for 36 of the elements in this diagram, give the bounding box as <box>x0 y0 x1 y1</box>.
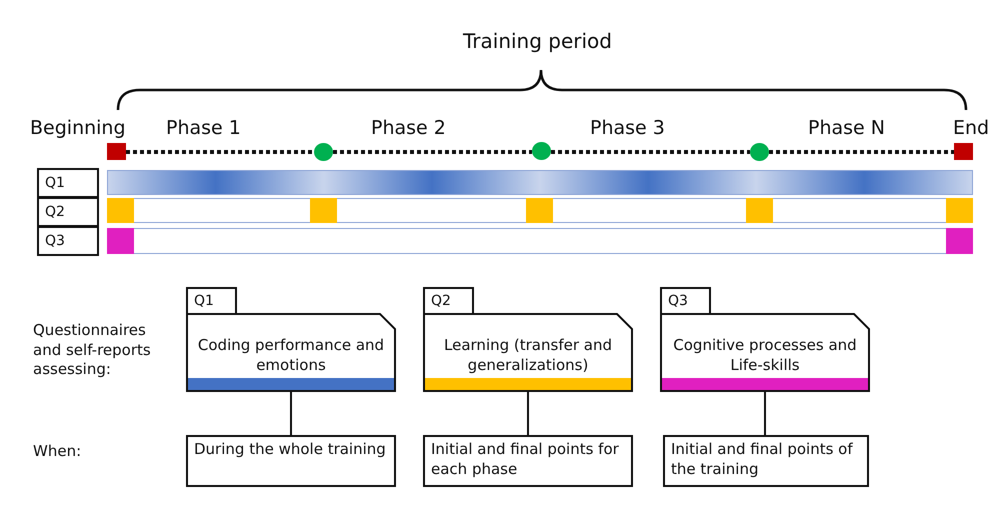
dotted-timeline <box>769 150 954 154</box>
timeline-label: Beginning <box>30 118 126 140</box>
row-caption: When: <box>33 443 82 460</box>
phase-label: Phase 1 <box>166 118 241 140</box>
connector-line <box>527 392 529 435</box>
dotted-timeline <box>333 150 532 154</box>
endpoint-marker <box>954 143 973 160</box>
timing-box: Initial and final points for each phase <box>423 435 633 487</box>
folder-tab-label: Q2 <box>431 294 451 308</box>
folder-tab-label: Q3 <box>668 294 688 308</box>
milestone-dot <box>532 142 551 160</box>
folder-text: Coding performance and emotions <box>196 335 386 376</box>
row-label: Q2 <box>37 197 99 227</box>
endpoint-marker <box>107 143 126 160</box>
connector-line <box>290 392 292 435</box>
timeline-bar <box>107 228 973 254</box>
phase-label: Phase N <box>808 118 885 140</box>
row-label: Q1 <box>37 168 99 198</box>
row-label: Q3 <box>37 226 99 256</box>
row-caption: Questionnaires and self-reports assessing: <box>33 321 152 380</box>
connector-line <box>764 392 766 435</box>
brace-label: Training period <box>463 30 612 53</box>
folder-tab-label: Q1 <box>194 294 214 308</box>
timing-box: Initial and final points of the training <box>663 435 869 487</box>
dotted-timeline <box>551 150 750 154</box>
timeline-label: End <box>953 118 990 140</box>
phase-label: Phase 3 <box>590 118 665 140</box>
timing-box: During the whole training <box>186 435 396 487</box>
phase-label: Phase 2 <box>371 118 446 140</box>
dotted-timeline <box>126 150 314 154</box>
timeline-bar <box>107 170 973 195</box>
folder-text: Learning (transfer and generalizations) <box>443 335 613 376</box>
folder-text: Cognitive processes and Life-skills <box>672 335 858 376</box>
milestone-dot <box>314 143 333 161</box>
milestone-dot <box>750 143 769 161</box>
timeline-bar <box>107 198 973 223</box>
